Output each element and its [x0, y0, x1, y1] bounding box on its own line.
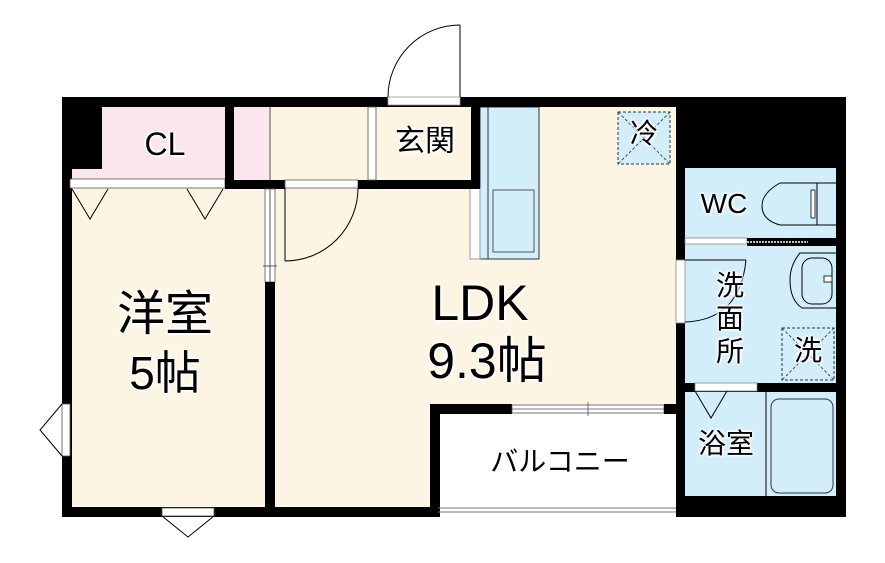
entrance-door-swing: [387, 24, 461, 98]
western-room-label: 洋室: [116, 286, 213, 342]
ldk-label: LDK: [431, 275, 529, 331]
bathtub: [770, 398, 834, 494]
western-room-fill: [70, 188, 268, 506]
entrance-label: 玄関: [395, 124, 455, 159]
bathroom-label: 浴室: [697, 427, 754, 460]
washer-label: 洗: [793, 334, 822, 367]
balcony-fill: [438, 414, 676, 507]
washroom-label-line-2: 面: [715, 302, 744, 335]
ldk-lower-fill: [276, 180, 434, 506]
kitchen-sink: [492, 189, 535, 253]
western-room-size: 5帖: [129, 347, 201, 399]
balcony-label: バルコニー: [490, 445, 630, 478]
toilet-fixture: [761, 182, 836, 226]
toilet-label: WC: [700, 188, 748, 219]
closet-label: CL: [144, 126, 186, 162]
ldk-door-swing: [284, 187, 359, 262]
fridge-label: 冷: [629, 117, 658, 150]
washroom-label-line-1: 洗: [715, 269, 744, 302]
closet-2-fill: [234, 107, 271, 180]
ldk-size: 9.3帖: [427, 333, 547, 389]
washroom-label-line-3: 所: [715, 335, 744, 368]
